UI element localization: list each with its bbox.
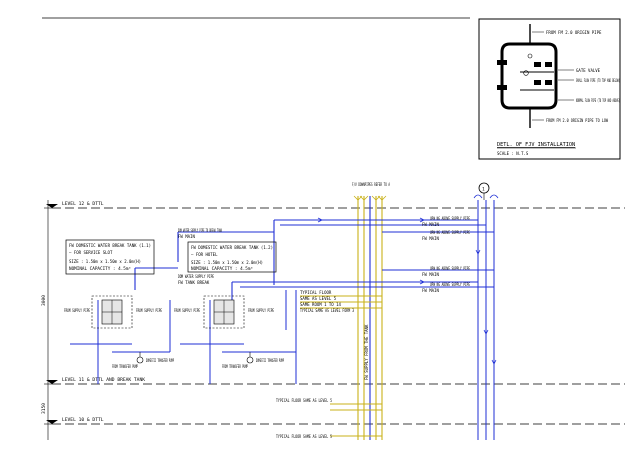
callout-gate-valve: GATE VALVE <box>576 68 601 73</box>
label-right-1: FW MAIN <box>422 222 439 227</box>
tank-2-sub: — FOR HOTEL <box>191 252 218 257</box>
tank-1-out-right: FROM SUPPLY PIPE <box>136 308 162 313</box>
risers: F/V DOWNPIPES REFER TO A FW SUPPLY FROM … <box>300 182 499 440</box>
label-right-3: FW MAIN <box>422 272 439 277</box>
pump-1-label: DOMESTIC TRANSFER PUMP <box>146 358 174 363</box>
label-upper-left: DOM WATER SUPPLY PIPE TO BREAK TANK <box>178 228 222 233</box>
riser-header: F/V DOWNPIPES REFER TO A <box>352 182 390 187</box>
dim-upper: 3000 <box>41 295 47 306</box>
label-typical-5: TYPICAL FLOOR SAME AS LEVEL 5 <box>276 398 332 403</box>
drain-1-label: FROM TRANSFER PUMP <box>112 364 138 369</box>
pump-2-label: DOMESTIC TRANSFER PUMP <box>256 358 284 363</box>
label-right-3b: UPW NG ABOVE SUPPLY PIPE <box>430 266 470 271</box>
callout-origin-pipe-low: FROM FM 2.0 ORIGIN PIPE TO LOW <box>546 118 609 123</box>
callout-origin-pipe: FROM FM 2.0 ORIGIN PIPE <box>546 30 602 35</box>
label-typical-1: TYPICAL FLOOR <box>300 290 332 295</box>
label-typical-6: TYPICAL FLOOR SAME AS LEVEL 5 <box>276 434 332 439</box>
detail-title: DETL. OF FJV INSTALLATION <box>497 142 575 148</box>
label-typical-2: SAME AS LEVEL 5 <box>300 296 337 301</box>
label-right-4: FW MAIN <box>422 288 439 293</box>
tank-2-title: FW DOMESTIC WATER BREAK TANK (1.2) <box>191 245 273 250</box>
pipe-runs <box>70 217 497 384</box>
level-11-label: LEVEL 11 & DTTL AND BREAK TANK <box>62 377 145 383</box>
svg-text:1: 1 <box>482 187 485 193</box>
dim-lower: 3150 <box>41 403 47 414</box>
break-tank-1: FW DOMESTIC WATER BREAK TANK (1.1) — FOR… <box>65 239 155 329</box>
label-right-4b: UPW NG ABOVE SUPPLY PIPE <box>430 282 470 287</box>
callout-small-flow: SMALL FLOW PIPE (TO TOP AND BELOW) <box>576 78 620 83</box>
label-lower-left2: FW TANK BREAK <box>178 280 210 285</box>
break-tank-2: FW DOMESTIC WATER BREAK TANK (1.2) — FOR… <box>187 241 277 329</box>
grid-bubble: 1 <box>478 182 490 200</box>
label-right-2b: UPW NG ABOVE SUPPLY PIPE <box>430 230 470 235</box>
label-upper-left2: FW MAIN <box>178 234 195 239</box>
tank-2-spec1: SIZE : 1.50m x 1.50m x 2.0m(H) <box>191 260 263 265</box>
pipe-labels: DOM WATER SUPPLY PIPE TO BREAK TANK FW M… <box>64 216 470 439</box>
tank-1-spec1: SIZE : 1.50m x 1.50m x 2.0m(H) <box>69 259 141 264</box>
tank-1-sub: — FOR SERVICE SLOT <box>69 250 113 255</box>
level-10-label: LEVEL 10 & DTTL <box>62 417 104 423</box>
label-lower-left: DOM WATER SUPPLY PIPE <box>178 274 214 279</box>
tank-2-out-left: FROM SUPPLY PIPE <box>174 308 200 313</box>
pumps: DOMESTIC TRANSFER PUMP DOMESTIC TRANSFER… <box>112 352 284 369</box>
tank-2-spec2: NOMINAL CAPACITY : 4.5m³ <box>191 266 253 271</box>
detail-scale: SCALE : N.T.S <box>497 151 529 156</box>
drain-2-label: FROM TRANSFER PUMP <box>222 364 248 369</box>
tank-1-out-left: FROM SUPPLY PIPE <box>64 308 90 313</box>
level-lines: LEVEL 12 & DTTL LEVEL 11 & DTTL AND BREA… <box>41 200 625 440</box>
label-typical-4: TYPICAL SAME AS LEVEL FORM 3 <box>300 308 354 313</box>
tank-1-spec2: NOMINAL CAPACITY : 4.5m³ <box>69 266 131 271</box>
riser-text: FW SUPPLY FROM THE TANK <box>364 324 369 380</box>
level-12-label: LEVEL 12 & DTTL <box>62 201 104 207</box>
tank-1-title: FW DOMESTIC WATER BREAK TANK (1.1) <box>69 243 151 248</box>
label-right-1b: UPW NG ABOVE SUPPLY PIPE <box>430 216 470 221</box>
label-right-2: FW MAIN <box>422 236 439 241</box>
callout-normal-flow: NORMAL FLOW PIPE (TO TOP AND ABOVE) <box>576 98 620 103</box>
label-typical-3: SAME ROOM 1 TO 14 <box>300 302 342 307</box>
detail-box: FROM FM 2.0 ORIGIN PIPE GATE VALVE SMALL… <box>478 18 621 160</box>
tank-2-out-right: FROM SUPPLY PIPE <box>248 308 274 313</box>
